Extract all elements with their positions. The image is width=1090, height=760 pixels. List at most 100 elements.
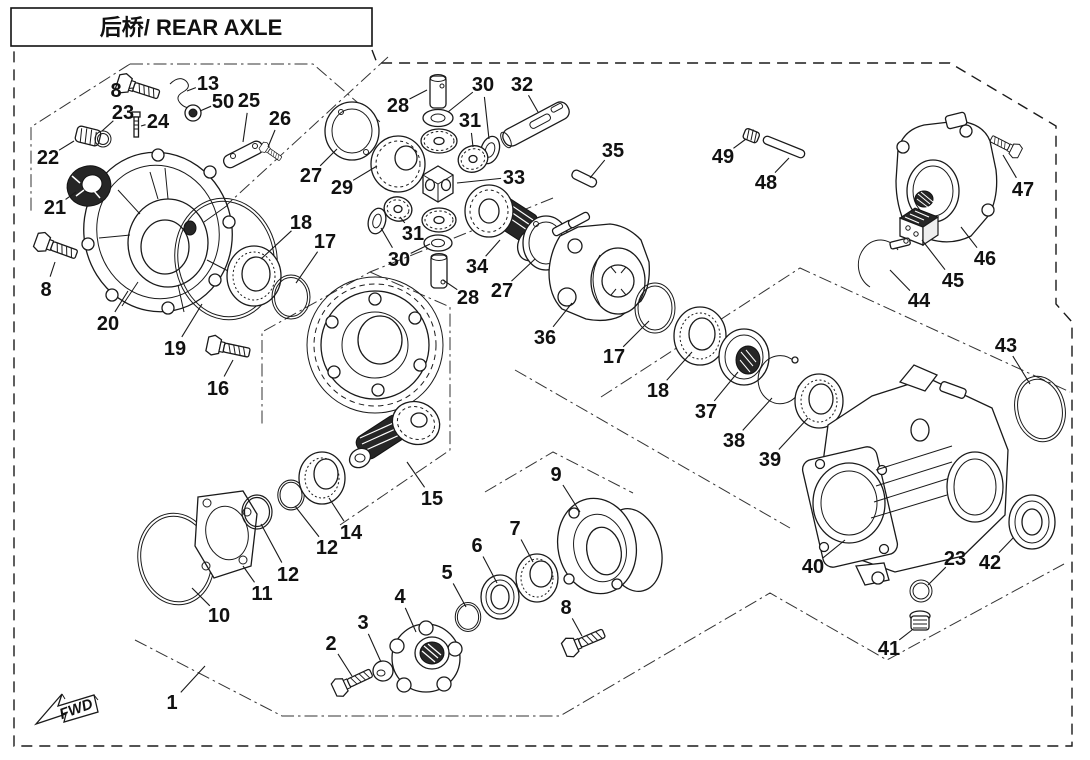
leader-line <box>774 157 790 173</box>
callout-23: 23 <box>944 548 966 570</box>
part-32-shaft-graphic <box>500 101 570 149</box>
part-4-hub-graphic <box>389 620 463 693</box>
callout-22: 22 <box>37 147 59 169</box>
callout-19: 19 <box>164 338 186 360</box>
part-20-cover-graphic <box>81 148 236 315</box>
leader-line <box>352 165 378 181</box>
part-7-bearing-graphic <box>515 553 559 603</box>
part-31-spider-gear-graphic <box>421 207 457 233</box>
leader-line <box>191 587 211 607</box>
callout-10: 10 <box>208 605 230 627</box>
part-49-setscrew-graphic <box>742 127 761 144</box>
part-22-plug-graphic <box>74 125 102 147</box>
leader-line <box>456 177 502 184</box>
leader-line <box>180 665 206 693</box>
phantom-line <box>484 451 634 494</box>
callout-37: 37 <box>695 401 717 423</box>
part-17-oring-graphic <box>634 282 676 334</box>
callout-8: 8 <box>110 80 121 102</box>
leader-line <box>921 239 946 271</box>
part-6-seal-graphic <box>480 574 520 620</box>
leader-line <box>328 497 345 522</box>
callout-23: 23 <box>112 102 134 124</box>
part-15-ring-gear-graphic <box>306 276 444 469</box>
part-48-pin-graphic <box>762 135 806 159</box>
part-33-cross-graphic <box>422 165 454 203</box>
leader-line <box>511 258 536 282</box>
leader-line <box>199 105 212 112</box>
callout-47: 47 <box>1012 179 1034 201</box>
leader-line <box>140 124 146 127</box>
part-50-washer-graphic <box>184 104 202 122</box>
leader-line <box>410 243 431 254</box>
phantom-line <box>261 197 554 425</box>
callout-20: 20 <box>97 313 119 335</box>
part-31-spider-gear-graphic <box>383 196 413 222</box>
callout-45: 45 <box>942 270 964 292</box>
leader-line <box>889 269 911 292</box>
callout-27: 27 <box>300 165 322 187</box>
part-31-spider-gear-graphic <box>457 145 489 173</box>
leader-line <box>742 397 773 431</box>
callout-13: 13 <box>197 73 219 95</box>
leader-line <box>181 303 203 338</box>
leader-line <box>101 120 114 132</box>
callout-4: 4 <box>394 586 406 608</box>
dashed-border <box>13 46 1073 747</box>
leader-line <box>58 140 75 151</box>
leader-line <box>1002 154 1017 179</box>
leader-line <box>713 371 739 402</box>
part-28-pin-graphic <box>430 253 448 289</box>
callout-14: 14 <box>340 522 363 544</box>
callout-44: 44 <box>908 290 931 312</box>
leader-line <box>295 251 319 284</box>
leader-line <box>960 226 978 249</box>
part-28-pin-graphic <box>429 74 447 109</box>
part-38-circlip-graphic <box>757 355 805 405</box>
callout-15: 15 <box>421 488 443 510</box>
part-36-diff-case-graphic <box>548 211 650 322</box>
leader-line <box>404 607 417 633</box>
part-42-seal-graphic <box>1008 494 1056 550</box>
callout-18: 18 <box>290 212 312 234</box>
leader-line <box>778 417 809 450</box>
callout-17: 17 <box>603 346 625 368</box>
leader-line <box>319 148 338 167</box>
leader-line <box>223 359 234 377</box>
leader-line <box>242 565 255 583</box>
part-8-bolt-graphic <box>559 623 609 660</box>
callout-5: 5 <box>441 562 452 584</box>
part-14-bearing-graphic <box>298 451 346 505</box>
callout-11: 11 <box>251 583 272 605</box>
part-25-bracket-graphic <box>222 140 264 169</box>
phantom-line <box>30 63 131 214</box>
callout-34: 34 <box>466 256 489 278</box>
leader-line <box>733 138 747 149</box>
callout-50: 50 <box>212 91 234 113</box>
part-26-screw-graphic <box>257 140 285 164</box>
part-2-bolt-graphic <box>329 663 376 700</box>
part-30-washer-graphic <box>423 234 453 252</box>
fwd-arrow: FWD <box>33 693 99 726</box>
leader-line <box>452 583 467 608</box>
leader-line <box>822 539 846 559</box>
callout-46: 46 <box>974 248 996 270</box>
callout-32: 32 <box>511 74 533 96</box>
callout-6: 6 <box>471 535 482 557</box>
callout-21: 21 <box>44 197 66 219</box>
leader-line <box>470 132 474 148</box>
leader-line <box>260 230 292 260</box>
part-23-oring-graphic <box>909 579 933 603</box>
callout-27: 27 <box>491 280 513 302</box>
leader-line <box>260 523 283 563</box>
part-29-side-gear-graphic <box>370 135 426 193</box>
phantom-line <box>134 563 1065 717</box>
callout-12: 12 <box>277 564 299 586</box>
callout-16: 16 <box>207 378 229 400</box>
part-23-oring-graphic <box>94 130 112 148</box>
part-43-oring-graphic <box>1014 375 1066 443</box>
callout-26: 26 <box>269 108 291 130</box>
